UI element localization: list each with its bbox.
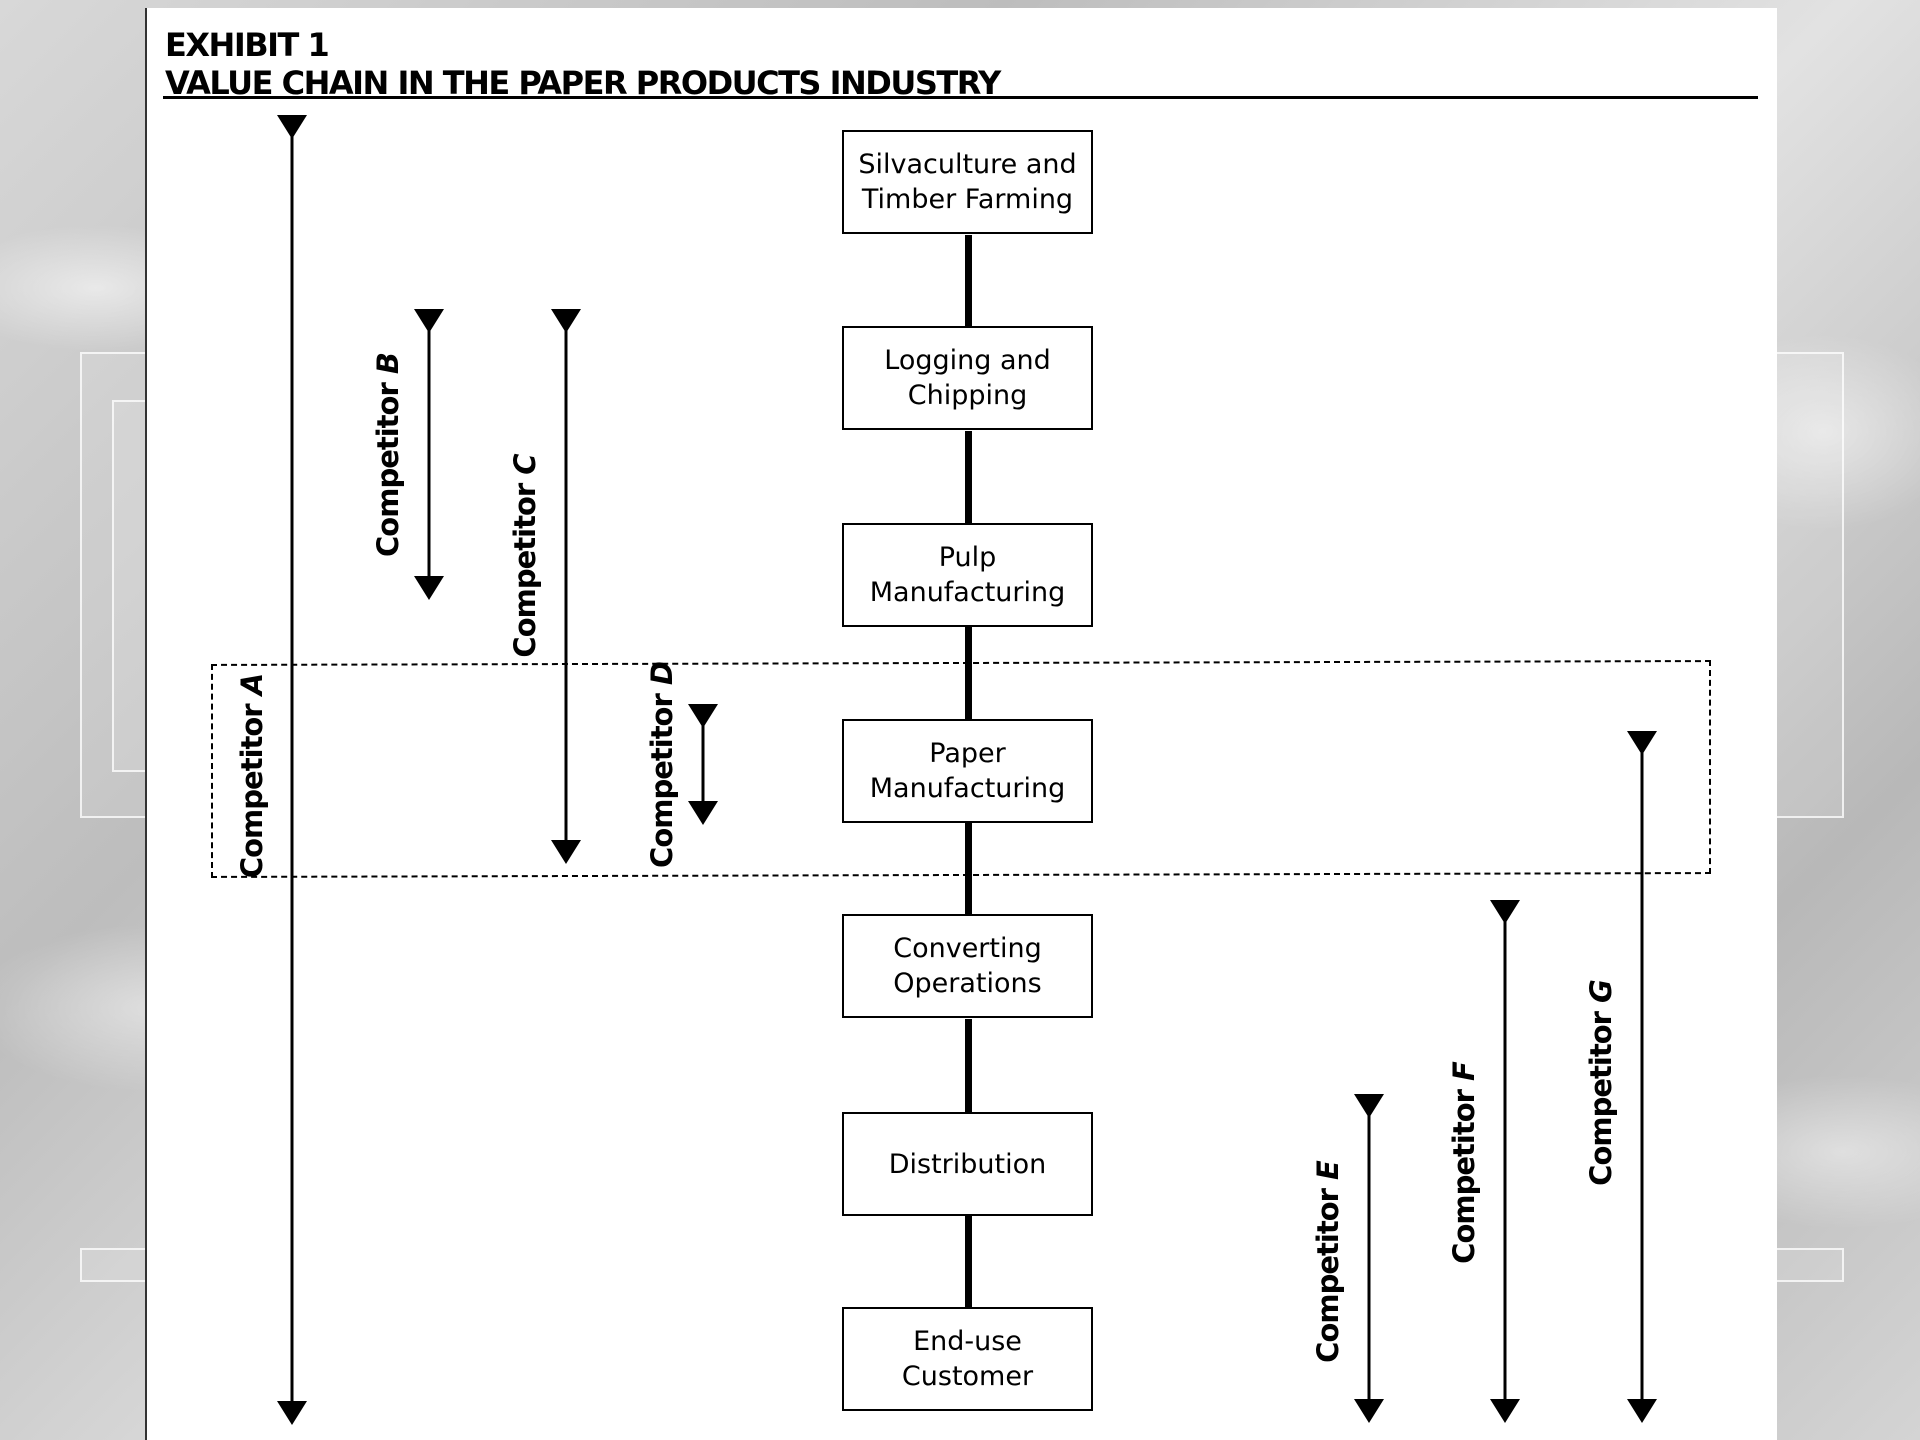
connector-3 [965,627,972,719]
competitor-a-label: Competitor A [235,673,269,879]
competitor-b-label: Competitor B [371,353,405,557]
competitor-g-label: Competitor G [1584,980,1618,1186]
connector-1 [965,235,972,327]
connector-2 [965,431,972,523]
background-frame-bottom-left [80,1248,154,1282]
background-frame-right [1772,352,1844,818]
competitor-d-label: Competitor D [645,662,679,868]
header-rule [163,96,1758,99]
connector-4 [965,823,972,915]
exhibit-title: VALUE CHAIN IN THE PAPER PRODUCTS INDUST… [165,64,1001,102]
exhibit-number: EXHIBIT 1 [165,26,330,64]
competitor-e-label: Competitor E [1311,1161,1345,1363]
connector-6 [965,1216,972,1309]
connector-5 [965,1019,972,1113]
background-frame-left [80,352,154,818]
stage-distribution: Distribution [842,1112,1093,1216]
competitor-c-label: Competitor C [508,454,542,658]
competitor-f-label: Competitor F [1447,1062,1481,1264]
